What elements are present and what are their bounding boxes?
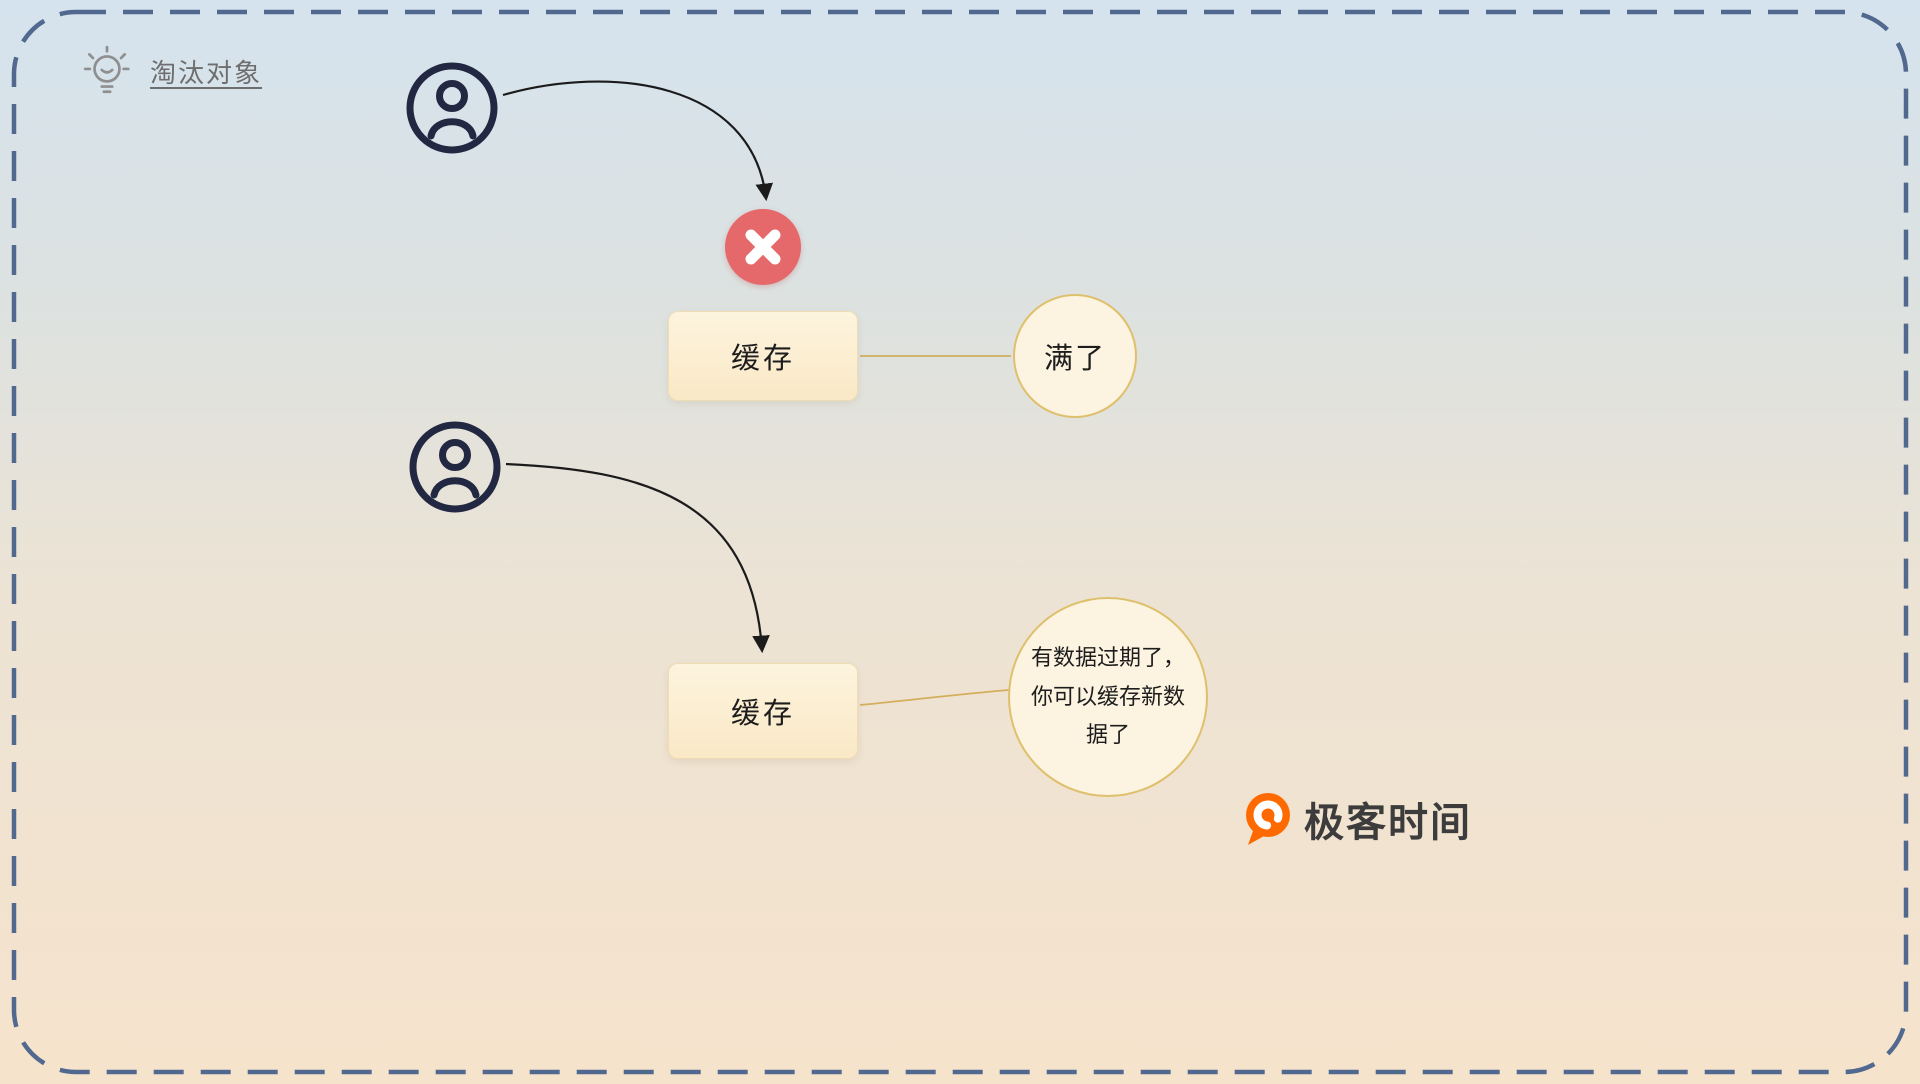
cache-node-1: 缓存 (668, 311, 858, 401)
status-node-full: 满了 (1013, 294, 1137, 418)
brand-logo: 极客时间 (1240, 790, 1472, 848)
status-node-expired: 有数据过期了，你可以缓存新数据了 (1008, 597, 1208, 797)
dashed-border (11, 9, 1909, 1075)
lightbulb-icon (83, 45, 130, 94)
cache-node-1-label: 缓存 (730, 343, 795, 375)
brand-name: 极客时间 (1304, 801, 1472, 845)
error-x-icon (725, 209, 801, 285)
user-icon-2 (407, 419, 503, 515)
connector-cache2-expired (859, 689, 1010, 706)
diagram-title: 淘汰对象 (150, 57, 263, 88)
status-node-expired-label: 有数据过期了，你可以缓存新数据了 (1030, 645, 1185, 748)
diagram-header: 淘汰对象 (80, 44, 262, 98)
user-icon (404, 60, 500, 156)
geektime-logo-icon (1246, 793, 1290, 845)
cache-node-2: 缓存 (668, 663, 858, 759)
cache-node-2-label: 缓存 (730, 698, 795, 730)
arrow-user2-to-cache (505, 462, 770, 654)
status-node-full-label: 满了 (1043, 343, 1106, 375)
arrow-user1-to-error (502, 80, 773, 202)
